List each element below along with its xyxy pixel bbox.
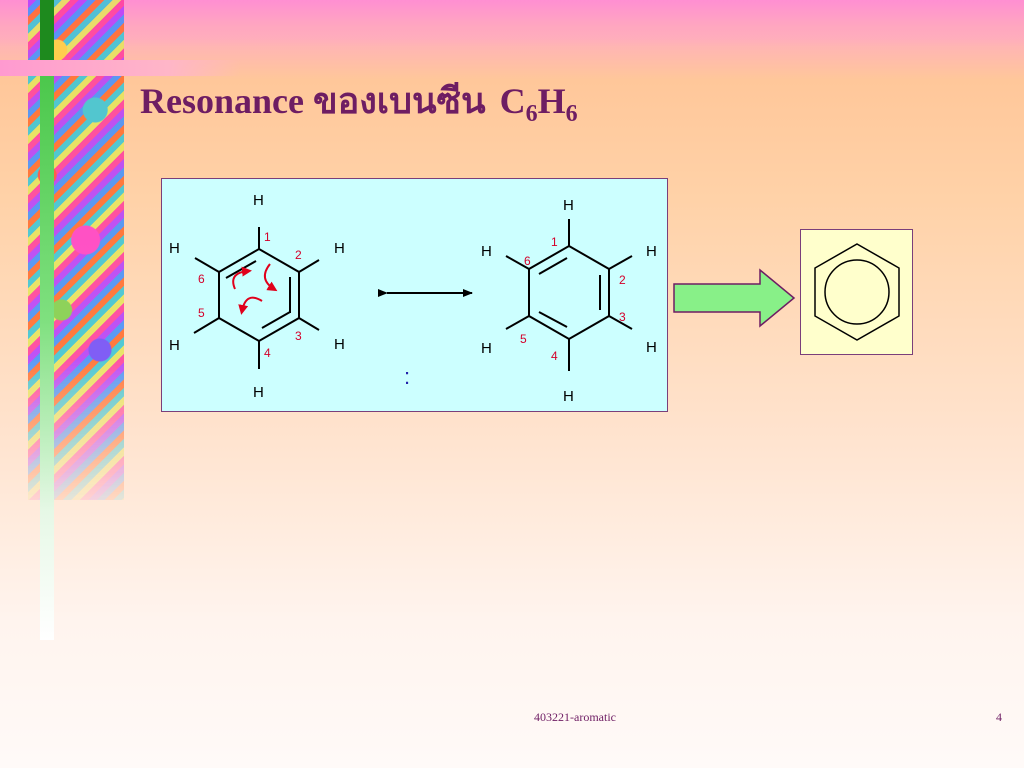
right-double-bond [538,311,568,328]
carbon-number: 6 [524,254,531,268]
right-benzene-structure: H H H H H H 1 2 3 4 5 6 [481,197,657,405]
carbon-number: 3 [295,329,302,343]
carbon-number: 1 [551,235,558,249]
right-ch-bond [608,255,633,270]
formula-c-subscript: 6 [525,101,538,127]
hydrogen-label: H [646,339,657,356]
page-number: 4 [996,710,1002,724]
electron-arrow [263,263,278,292]
resonance-hybrid-panel [800,229,913,355]
right-ch-bond [505,255,530,270]
hydrogen-label: H [646,243,657,260]
hydrogen-label: H [169,337,180,354]
green-stripe-top [40,0,54,60]
resonance-hybrid-benzene [814,243,900,341]
left-ch-bond [193,317,220,334]
title-formula: C6H6 [500,80,578,128]
hybrid-arrow [673,268,796,328]
left-ch-bond [194,257,220,273]
left-ring [218,247,300,343]
resonance-diagram: H H H H H H 1 2 3 4 5 6 : H [169,192,657,405]
left-double-bond [225,260,257,279]
right-ring [528,244,610,341]
carbon-number: 3 [619,310,626,324]
hydrogen-label: H [253,192,264,209]
footer-label: 403221-aromatic [534,710,616,724]
hydrogen-label: H [481,340,492,357]
hydrogen-label: H [334,336,345,353]
carbon-number: 4 [551,349,558,363]
hydrogen-label: H [169,240,180,257]
right-ch-bond [608,315,633,330]
left-double-bond [261,311,291,329]
electron-arrow [238,296,263,315]
carbon-number: 2 [295,248,302,262]
resonance-structures-panel: H H H H H H 1 2 3 4 5 6 : H [161,178,668,412]
formula-c: C [499,81,526,121]
carbon-number: 6 [198,272,205,286]
hydrogen-label: H [563,388,574,405]
carbon-number: 2 [619,273,626,287]
left-ch-bond [298,259,320,273]
green-stripe [40,0,54,640]
pink-accent-bar [0,60,240,76]
right-ch-bond [505,315,530,330]
hydrogen-label: H [481,243,492,260]
formula-h: H [537,81,566,121]
carbon-number: 4 [264,346,271,360]
hydrogen-label: H [563,197,574,214]
separator-text: : [404,364,410,389]
title-text: Resonance ของเบนซีน [140,81,486,121]
hydrogen-label: H [253,384,264,401]
carbon-number: 5 [520,332,527,346]
formula-h-subscript: 6 [565,101,578,127]
carbon-number: 5 [198,306,205,320]
left-benzene-structure: H H H H H H 1 2 3 4 5 6 [169,192,345,401]
top-decorative-band [0,0,1024,46]
electron-arrow [232,266,252,290]
hydrogen-label: H [334,240,345,257]
carbon-number: 1 [264,230,271,244]
left-ch-bond [298,317,320,331]
right-double-bond [538,257,568,275]
